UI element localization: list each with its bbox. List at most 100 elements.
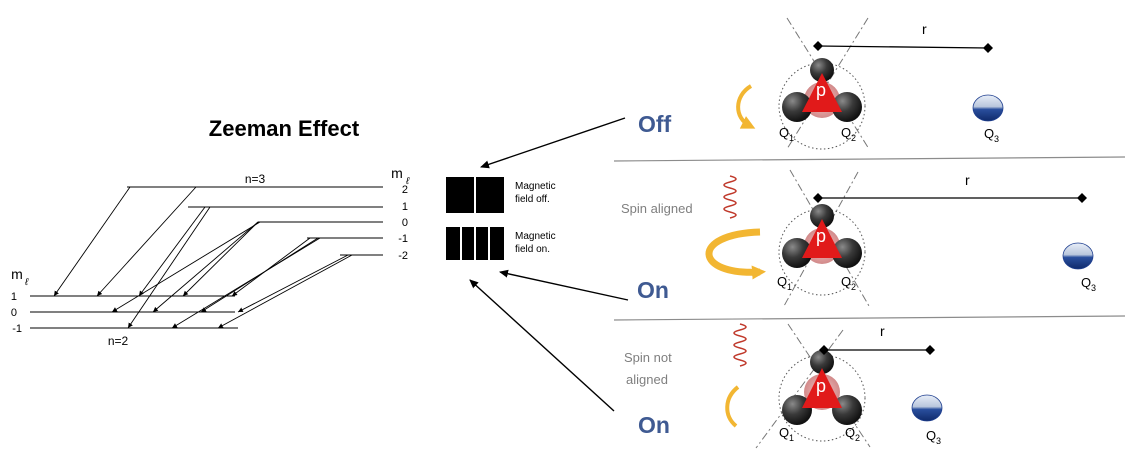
charge-sphere [782,92,812,122]
rotation-arrow-icon [725,385,740,428]
spectral-line-block [462,227,474,260]
charge-subscript: 3 [936,436,941,446]
rotation-arrow-icon [736,84,756,129]
transition-arrow [231,237,311,297]
charge-label: Q [845,425,855,440]
proton-label: p [816,376,826,396]
panel-divider [613,156,1125,162]
state-label-on: On [637,277,669,303]
spectral-line-block [446,177,474,213]
far-charge-sphere [1062,242,1094,270]
spectral-line-block [476,177,504,213]
upper-ml-subscript: ℓ [405,176,410,187]
charge-sphere [810,204,834,228]
panel-off: Off p r Q 1 Q 2 Q 3 [638,17,1004,150]
charge-label: Q [926,428,936,443]
proton-triangle [802,73,842,112]
charge-sphere [810,58,834,82]
spectral-line-block [490,227,504,260]
charge-label: Q [841,274,851,289]
charge-subscript: 2 [855,433,860,443]
spring-icon [723,175,737,219]
spectral-line-block [476,227,488,260]
charge-label: Q [984,126,994,141]
proton-triangle [802,368,842,408]
charge-sphere [832,395,862,425]
transition-arrow [138,206,206,297]
distance-marker [813,41,823,51]
energy-level-diagram [30,186,383,329]
charge-subscript: 1 [789,133,794,143]
spectrum-on-label: field on. [515,244,550,255]
spectrum-off-label: Magnetic [515,181,556,192]
distance-line [817,45,989,49]
charge-label: Q [779,425,789,440]
rotation-arrow-icon [705,228,766,280]
lower-ml-value: 1 [11,291,17,303]
charge-subscript: 3 [1091,283,1096,293]
pointer-arrow [499,269,629,301]
distance-marker [983,43,993,53]
distance-marker [819,345,829,355]
charge-label: Q [841,125,851,140]
spectrum-off-label: field off. [515,194,550,205]
distance-label: r [965,172,970,188]
upper-ml-value: -2 [398,250,408,262]
spring-icon [733,323,747,367]
charge-label: Q [1081,275,1091,290]
upper-level-label: n=3 [245,172,266,186]
orbit-circle [778,354,866,442]
axis-line [786,17,870,150]
axis-line [789,169,870,307]
transition-arrow [127,206,211,329]
spectrum-field-off [446,177,504,213]
orbit-circle [778,208,866,296]
diagram-title: Zeeman Effect [209,116,360,141]
transition-arrow [53,186,131,297]
spectrum-on-label: Magnetic [515,231,556,242]
distance-label: r [880,323,885,339]
charge-subscript: 2 [851,133,856,143]
far-charge-sphere [972,94,1004,122]
spin-note: Spin not [624,350,672,365]
pointer-arrow [469,279,615,412]
charge-subscript: 3 [994,134,999,144]
lower-ml-symbol: m [11,266,23,282]
spin-note: aligned [626,372,668,387]
charge-subscript: 1 [789,433,794,443]
proton-triangle [802,219,842,258]
spectral-line-block [446,227,460,260]
distance-label: r [922,21,927,37]
charge-sphere [782,395,812,425]
panel-on-aligned: On Spin aligned p r Q 1 Q 2 Q 3 [621,169,1096,307]
upper-ml-value: 2 [402,184,408,196]
panel-on-not-aligned: On Spin not aligned p r Q 1 Q 2 Q 3 [624,323,943,449]
upper-ml-value: 0 [402,217,408,229]
far-charge-sphere [911,394,943,422]
charge-sphere [832,92,862,122]
proton-label: p [816,80,826,100]
transition-arrow [237,254,349,313]
distance-marker [813,193,823,203]
upper-ml-symbol: m [391,165,403,181]
spectrum-field-on [446,227,504,260]
panel-divider [613,315,1125,321]
axis-line [787,323,871,448]
spin-note: Spin aligned [621,201,693,216]
transition-arrow [111,221,261,313]
transition-arrow [152,221,259,313]
upper-ml-value: 1 [402,201,408,213]
proton-label: p [816,226,826,246]
charge-subscript: 1 [787,282,792,292]
charge-label: Q [779,125,789,140]
lower-level-label: n=2 [108,334,129,348]
charge-subscript: 2 [851,282,856,292]
orbit-circle [778,62,866,150]
charge-label: Q [777,274,787,289]
transition-arrow [217,254,353,329]
state-label-off: Off [638,111,672,137]
transition-arrow [171,237,321,329]
charge-sphere [782,238,812,268]
lower-ml-value: -1 [12,323,22,335]
